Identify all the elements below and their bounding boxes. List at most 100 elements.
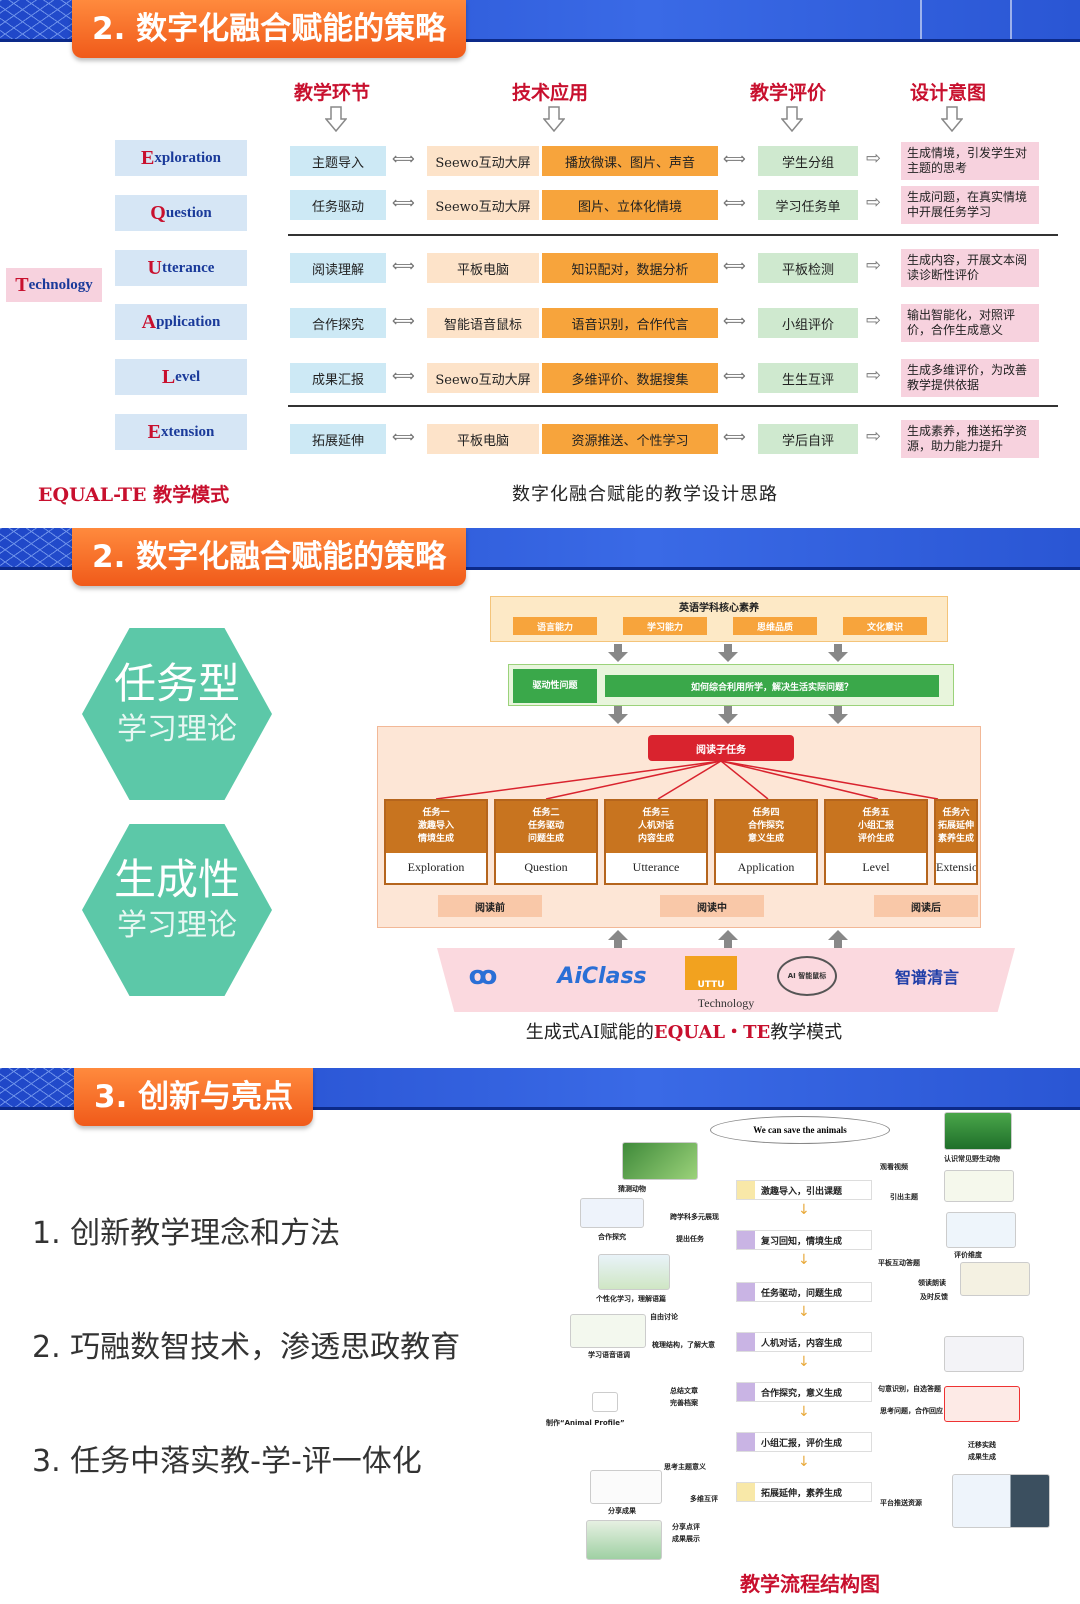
header-underline	[0, 1107, 1080, 1110]
task-number: 任务四	[752, 808, 780, 818]
cell-action: 播放微课、图片、声音	[542, 146, 718, 176]
cell-step: 任务驱动	[290, 190, 386, 220]
cell-step: 合作探究	[290, 308, 386, 338]
cell-step: 成果汇报	[290, 363, 386, 393]
label-rest: evel	[175, 368, 201, 385]
side-label: 学习语音语调	[588, 1351, 630, 1359]
task-stage: Question	[524, 860, 568, 874]
task-stage: Level	[862, 860, 890, 874]
double-arrow-icon: ⟺	[723, 366, 746, 385]
side-label: 分享成果	[608, 1507, 636, 1515]
label-rest: tterance	[161, 259, 215, 276]
task-number: 任务二	[532, 808, 560, 818]
side-label: 认识常见野生动物	[944, 1155, 1000, 1163]
column-header-tech-application: 技术应用	[512, 82, 589, 104]
flow-topic: We can save the animals	[710, 1116, 890, 1144]
slide-thumbnail	[952, 1474, 1050, 1528]
slide-thumbnail	[946, 1212, 1016, 1248]
side-label: 思考主题意义	[664, 1463, 706, 1471]
jungle-image	[622, 1142, 698, 1180]
cell-action: 多维评价、数据搜集	[542, 363, 718, 393]
slide-thumbnail	[598, 1254, 670, 1290]
task-line: 拓展延伸	[937, 821, 974, 831]
task-title: 任务四合作探究意义生成	[716, 801, 816, 853]
core-title: 英语学科核心素养	[679, 603, 759, 614]
slide-title: 2. 数字化融合赋能的策略	[72, 528, 467, 586]
cell-tool: Seewo互动大屏	[427, 363, 539, 393]
flow-step: 任务驱动，问题生成	[736, 1282, 872, 1302]
side-label: 成果生成	[968, 1453, 996, 1461]
flow-step: 小组汇报，评价生成	[736, 1432, 872, 1452]
cell-action: 语音识别，合作代言	[542, 308, 718, 338]
cell-evaluation: 学习任务单	[758, 190, 858, 220]
label-rest: xtension	[161, 423, 215, 440]
hex-title: 任务型	[113, 659, 240, 708]
down-arrow-icon: ↓	[798, 1454, 810, 1470]
cell-intent: 输出智能化，对照评价，合作生成意义	[901, 304, 1039, 342]
double-arrow-icon: ⟺	[723, 427, 746, 446]
flow-step-label: 人机对话，内容生成	[761, 1338, 843, 1349]
hex-subtitle: 学习理论	[117, 712, 237, 747]
down-arrow-icon	[325, 106, 347, 132]
theory-hexagon-task: 任务型 学习理论	[82, 628, 272, 800]
side-label: 自由讨论	[650, 1313, 678, 1321]
flow-step: 复习回知，情境生成	[736, 1230, 872, 1250]
task-line: 激趣导入	[417, 821, 454, 831]
cell-intent: 生成多维评价，为改善教学提供依据	[901, 359, 1039, 397]
phase-after-reading: 阅读后	[874, 895, 978, 917]
side-label: 句意识别，自选答题	[878, 1385, 941, 1393]
core-item: 文化意识	[843, 617, 927, 635]
slide-thumbnail	[586, 1520, 662, 1560]
core-literacy-box: 英语学科核心素养 语言能力 学习能力 思维品质 文化意识	[490, 596, 948, 642]
theory-hexagon-generative: 生成性 学习理论	[82, 824, 272, 996]
double-arrow-icon: ⟺	[392, 366, 415, 385]
task-line: 任务驱动	[527, 821, 564, 831]
cell-action: 知识配对，数据分析	[542, 253, 718, 283]
right-arrow-icon: ⇨	[866, 255, 882, 276]
slide-title: 3. 创新与亮点	[74, 1068, 314, 1126]
seewo-logo-icon: ꝏ	[468, 961, 498, 991]
side-label: 评价维度	[954, 1251, 982, 1259]
header-underline	[0, 39, 1080, 42]
cell-intent: 生成问题，在真实情境中开展任务学习	[901, 186, 1039, 224]
double-arrow-icon: ⟺	[392, 427, 415, 446]
task-title: 任务三人机对话内容生成	[606, 801, 706, 853]
double-arrow-icon: ⟺	[723, 193, 746, 212]
label-rest: uestion	[165, 204, 212, 221]
slide-thumbnail	[944, 1386, 1020, 1422]
task-title: 任务二任务驱动问题生成	[496, 801, 596, 853]
task-stage: Application	[737, 860, 795, 874]
down-arrow-icon	[828, 644, 848, 662]
label-rest: echnology	[28, 276, 93, 293]
reading-subtask-label: 阅读子任务	[648, 735, 794, 761]
core-item: 思维品质	[733, 617, 817, 635]
core-item: 语言能力	[513, 617, 597, 635]
task-title: 任务六拓展延伸素养生成	[936, 801, 976, 853]
header-divider	[920, 0, 922, 42]
task-card-application: 任务四合作探究意义生成 Application	[714, 799, 818, 885]
task-card-exploration: 任务一激趣导入情境生成 Exploration	[384, 799, 488, 885]
task-line: 评价生成	[857, 834, 894, 844]
up-arrow-icon	[608, 930, 628, 948]
caption-highlight: EQUAL・TE	[653, 1022, 771, 1043]
cell-tool: 平板电脑	[427, 424, 539, 454]
network-pattern-icon	[0, 528, 80, 570]
task-number: 任务五	[862, 808, 890, 818]
task-number: 任务三	[642, 808, 670, 818]
column-header-design-intent: 设计意图	[910, 82, 987, 104]
phase-while-reading: 阅读中	[660, 895, 764, 917]
task-card-utterance: 任务三人机对话内容生成 Utterance	[604, 799, 708, 885]
side-label: 思考问题，合作回应	[880, 1407, 943, 1415]
flow-step-label: 拓展延伸，素养生成	[761, 1488, 843, 1499]
highlight-point: 3. 任务中落实教-学-评一体化	[32, 1444, 422, 1479]
double-arrow-icon: ⟺	[392, 149, 415, 168]
divider	[288, 234, 1058, 236]
down-arrow-icon	[608, 706, 628, 724]
label-initial: E	[147, 420, 161, 443]
side-label: 迁移实践	[968, 1441, 996, 1449]
flow-step: 合作探究，意义生成	[736, 1382, 872, 1402]
